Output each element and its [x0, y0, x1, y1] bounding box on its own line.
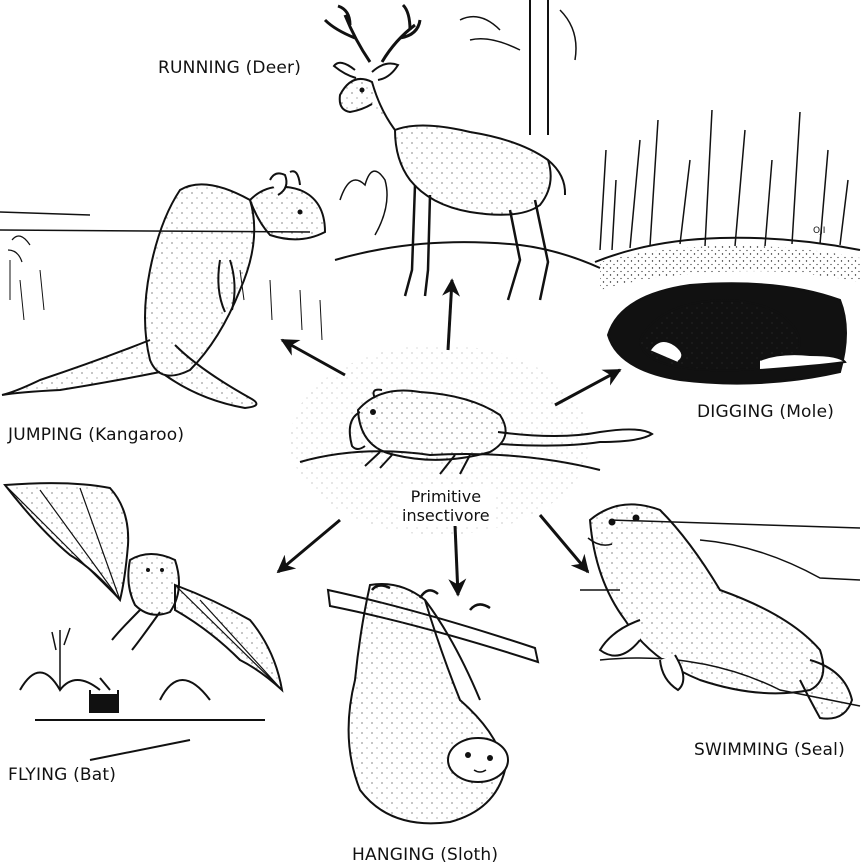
bat-illustration [5, 483, 282, 760]
seal-illustration [580, 504, 860, 718]
label-running: RUNNING (Deer) [158, 58, 301, 78]
label-flying: FLYING (Bat) [8, 765, 116, 785]
label-jumping: JUMPING (Kangaroo) [8, 425, 184, 445]
deer-illustration [325, 0, 600, 300]
center-label-line1: Primitive [402, 487, 490, 506]
label-swimming: SWIMMING (Seal) [694, 740, 845, 760]
sloth-illustration [328, 584, 538, 823]
kangaroo-illustration [0, 171, 325, 408]
artist-signature: OJI [813, 226, 825, 236]
label-hanging: HANGING (Sloth) [352, 845, 498, 865]
center-label: Primitive insectivore [398, 486, 494, 526]
center-label-line2: insectivore [402, 506, 490, 525]
mole-illustration [595, 110, 860, 384]
label-digging: DIGGING (Mole) [697, 402, 834, 422]
